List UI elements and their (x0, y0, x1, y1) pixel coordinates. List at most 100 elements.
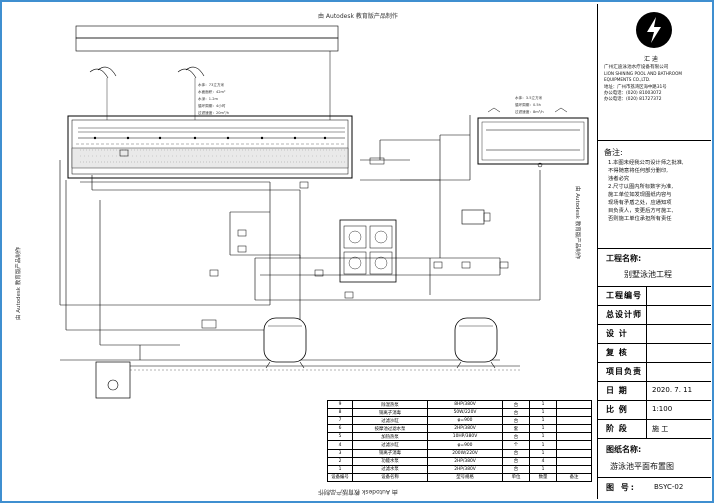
table-cell: 台 (502, 416, 530, 426)
spa-spec-3: 过滤速度：8m³/h (515, 110, 544, 114)
note-line: 1.本图未经我公司设计师之批准, (608, 160, 684, 166)
table-cell: 过滤沙缸 (352, 416, 428, 426)
table-cell: 功能水泵 (352, 456, 428, 466)
table-cell: 型号规格 (427, 472, 503, 482)
table-cell: 3 (327, 448, 353, 458)
title-field-row: 复 核 (598, 343, 711, 362)
drawing-name-section: 图纸名称: 游泳池平面布置图 图 号: BSYC-02 (598, 438, 711, 499)
notes-title: 备注: (604, 148, 623, 157)
table-cell: 除湿热泵 (352, 399, 428, 410)
watermark-top: 由 Autodesk 教育版产品制作 (318, 13, 398, 20)
table-cell: 9 (327, 399, 353, 410)
table-cell: 1 (529, 432, 557, 442)
table-cell: 备注 (556, 472, 592, 482)
table-cell: 设备名称 (352, 472, 428, 482)
watermark-bottom: 由 Autodesk 教育版产品制作 (318, 488, 398, 495)
title-field-row: 项目负责 (598, 362, 711, 381)
title-field-key: 工程编号 (606, 291, 642, 300)
pool-spec-5: 过滤速度：20m³/h (198, 111, 229, 115)
project-name: 别墅泳池工程 (624, 270, 672, 279)
note-line: 否则施工单位承担所有责任 (608, 216, 672, 222)
table-cell (556, 456, 592, 466)
table-cell: 铜离子消毒 (352, 448, 428, 458)
pool-spec-1: 水体：73立方米 (198, 83, 225, 87)
heat-pump-unit (339, 219, 397, 283)
company-phone: 办公电话：(020) 81003072 (604, 91, 662, 96)
company-short-name: 汇 迪 (644, 56, 658, 63)
title-field-key: 比 例 (606, 405, 628, 414)
title-field-value: 施 工 (652, 425, 669, 433)
table-cell: 7 (327, 416, 353, 426)
table-cell: 8HP/380V (427, 399, 503, 410)
title-field-key: 复 核 (606, 348, 628, 357)
company-header: 汇 迪 广州汇迪泳池水疗设备有限公司 LION SHINING POOL AND… (598, 4, 711, 102)
pool-spec-2: 水面面积：42m² (198, 90, 226, 94)
drawing-label: 图纸名称: (606, 445, 642, 454)
company-logo-icon (636, 12, 672, 48)
table-cell (556, 448, 592, 458)
table-cell (556, 440, 592, 450)
title-field-key: 阶 段 (606, 424, 628, 433)
spa-spec-1: 水体：3.5立方米 (515, 96, 543, 100)
table-cell: 10HP/380V (427, 432, 503, 442)
company-name-cn: 广州汇迪泳池水疗设备有限公司 (604, 65, 669, 70)
table-cell: 1 (529, 416, 557, 426)
table-cell: 2 (327, 456, 353, 466)
table-cell: 台 (502, 456, 530, 466)
table-cell: 铜离子消毒 (352, 408, 428, 418)
spa-spec-2: 循环周期：0.5h (515, 103, 541, 107)
title-field-row: 工程编号 (598, 286, 711, 305)
table-cell: 1 (529, 399, 557, 410)
table-cell: 2HP/380V (427, 464, 503, 474)
table-cell: 个 (502, 440, 530, 450)
table-cell: 1 (529, 424, 557, 434)
table-cell: 套 (502, 424, 530, 434)
table-cell: 1 (529, 464, 557, 474)
title-field-row: 比 例 1:100 (598, 400, 711, 419)
title-field-key: 设 计 (606, 329, 628, 338)
main-pool (67, 66, 353, 179)
pump-pit (95, 361, 520, 399)
pool-spec-3: 水深：1.2m (198, 97, 218, 101)
note-line: 违者必究 (608, 176, 630, 182)
title-field-value: 2020. 7. 11 (652, 386, 693, 394)
table-cell: 台 (502, 448, 530, 458)
filter-tank-right (454, 317, 498, 369)
company-name-en-1: LION SHINING POOL AND BATHROOM (604, 71, 683, 76)
valve-symbols (119, 149, 509, 329)
table-cell: 台 (502, 408, 530, 418)
table-cell: 6 (327, 424, 353, 434)
watermark-left: 由 Autodesk 教育版产品制作 (16, 246, 22, 320)
table-cell: 5 (327, 432, 353, 442)
table-cell: 加热热泵 (352, 432, 428, 442)
table-cell: 200W/220V (427, 448, 503, 458)
title-field-row: 设 计 (598, 324, 711, 343)
note-line: 不得随意将任何部分删印, (608, 168, 668, 174)
table-cell (556, 424, 592, 434)
table-cell: 4 (529, 456, 557, 466)
title-field-row: 阶 段施 工 (598, 419, 711, 438)
title-field-value: 1:100 (652, 405, 673, 413)
spa-pool (477, 107, 589, 168)
company-name-en-2: EQUIPMENTS CO.,LTD. (604, 77, 651, 82)
table-cell: 8 (327, 408, 353, 418)
table-row: 设备编号设备名称型号规格单位数量备注 (327, 472, 592, 482)
table-cell: 1 (327, 464, 353, 474)
table-cell: 过滤水泵 (352, 464, 428, 474)
title-field-key: 总设计师 (606, 310, 642, 319)
drawing-name: 游泳池平面布置图 (610, 462, 674, 471)
title-field-key: 项目负责 (606, 367, 642, 376)
table-cell: 4 (327, 440, 353, 450)
